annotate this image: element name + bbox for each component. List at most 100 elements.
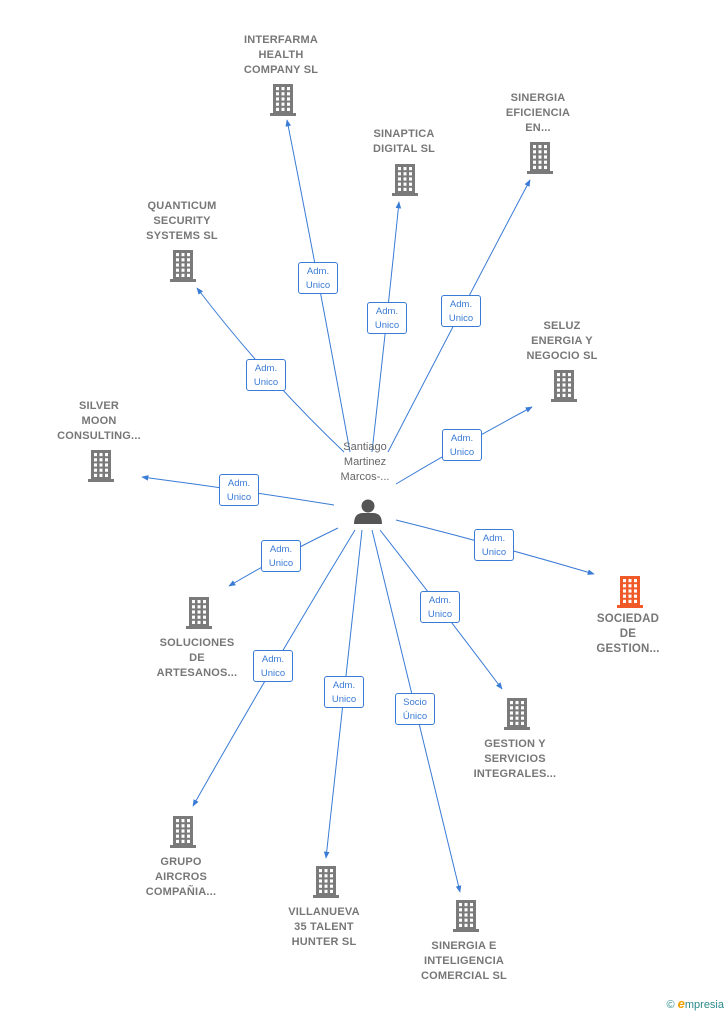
company-label-line: DE	[619, 628, 637, 640]
copyright-symbol: ©	[666, 999, 675, 1011]
company-label-line: COMPAÑIA...	[145, 886, 217, 898]
edge-label-sociedad[interactable]: Adm. Unico	[474, 529, 514, 561]
building-icon-soluciones[interactable]	[186, 597, 212, 629]
company-label-line: HEALTH	[258, 49, 304, 61]
edge-label-line: Adm.	[306, 266, 330, 277]
company-label-line: DIGITAL SL	[372, 143, 436, 155]
company-label-line: SILVER	[78, 400, 120, 412]
company-label-sinergia-eficiencia[interactable]: SINERGIA EFICIENCIA EN...	[473, 91, 603, 136]
brand-initial: e	[677, 996, 685, 1011]
building-icon-sinergia-eficiencia[interactable]	[527, 142, 553, 174]
edge-label-line: Adm.	[375, 306, 399, 317]
edge-label-silver-moon[interactable]: Adm. Unico	[219, 474, 259, 506]
person-label-line: Marcos-...	[340, 471, 390, 483]
company-label-sociedad[interactable]: SOCIEDAD DE GESTION...	[563, 612, 693, 657]
brand-name: mpresia	[684, 999, 724, 1011]
company-label-line: CONSULTING...	[57, 430, 141, 442]
company-label-line: EFICIENCIA	[505, 107, 571, 119]
edge-label-sinaptica[interactable]: Adm. Unico	[367, 302, 407, 334]
person-icon[interactable]	[354, 499, 382, 525]
edge-label-line: Unico	[226, 492, 252, 503]
company-label-soluciones[interactable]: SOLUCIONES DE ARTESANOS...	[132, 636, 262, 681]
edge-label-line: Unico	[331, 694, 357, 705]
company-label-line: GRUPO	[160, 856, 202, 868]
edge-label-seluz[interactable]: Adm. Unico	[442, 429, 482, 461]
edge-label-line: Socio	[403, 697, 427, 708]
company-label-line: SINERGIA E	[431, 940, 497, 952]
company-label-line: SOLUCIONES	[159, 637, 235, 649]
company-label-line: HUNTER SL	[291, 936, 357, 948]
building-icon-sociedad[interactable]	[617, 576, 643, 608]
company-label-line: SOCIEDAD	[596, 613, 660, 625]
edge-label-line: Unico	[374, 320, 400, 331]
company-label-line: SYSTEMS SL	[146, 230, 218, 242]
company-label-villanueva[interactable]: VILLANUEVA 35 TALENT HUNTER SL	[259, 905, 389, 950]
edge-label-line: Adm.	[449, 299, 473, 310]
edge-label-line: Adm.	[450, 433, 474, 444]
building-icon-sinaptica[interactable]	[392, 164, 418, 196]
building-icon-villanueva[interactable]	[313, 866, 339, 898]
company-label-line: QUANTICUM	[147, 200, 217, 212]
company-label-line: EN...	[525, 122, 551, 134]
building-icon-sinergia-inteligencia[interactable]	[453, 900, 479, 932]
company-label-line: GESTION Y	[484, 738, 546, 750]
company-label-line: DE	[189, 652, 205, 664]
edge-label-line: Unico	[427, 609, 453, 620]
company-label-line: SELUZ	[543, 320, 581, 332]
edge-label-interfarma[interactable]: Adm. Unico	[298, 262, 338, 294]
building-icon-grupo-aircros[interactable]	[170, 816, 196, 848]
edge-label-line: Unico	[260, 668, 286, 679]
building-icon-seluz[interactable]	[551, 370, 577, 402]
company-label-line: ENERGIA Y	[531, 335, 593, 347]
edge-label-line: Unico	[448, 313, 474, 324]
edge-label-line: Unico	[305, 280, 331, 291]
company-label-line: VILLANUEVA	[288, 906, 360, 918]
company-label-seluz[interactable]: SELUZ ENERGIA Y NEGOCIO SL	[497, 319, 627, 364]
company-label-grupo-aircros[interactable]: GRUPO AIRCROS COMPAÑIA...	[116, 855, 246, 900]
edge-label-line: Adm.	[428, 595, 452, 606]
company-label-sinergia-inteligencia[interactable]: SINERGIA E INTELIGENCIA COMERCIAL SL	[399, 939, 529, 984]
edge-label-line: Adm.	[332, 680, 356, 691]
company-label-line: INTEGRALES...	[473, 768, 557, 780]
company-label-sinaptica[interactable]: SINAPTICA DIGITAL SL	[339, 127, 469, 157]
building-icon-interfarma[interactable]	[270, 84, 296, 116]
edge-label-line: Adm.	[269, 544, 293, 555]
person-label-line: Martinez	[343, 456, 387, 468]
edge-label-gestion[interactable]: Adm. Unico	[420, 591, 460, 623]
company-label-line: INTELIGENCIA	[423, 955, 504, 967]
company-label-line: AIRCROS	[154, 871, 208, 883]
company-label-silver-moon[interactable]: SILVER MOON CONSULTING...	[34, 399, 164, 444]
building-icon-quanticum[interactable]	[170, 250, 196, 282]
edge-label-sinergia-eficiencia[interactable]: Adm. Unico	[441, 295, 481, 327]
company-label-line: SINERGIA	[510, 92, 566, 104]
company-label-line: MOON	[81, 415, 117, 427]
footer-brand: © empresia	[666, 996, 724, 1011]
edge-label-quanticum[interactable]: Adm. Unico	[246, 359, 286, 391]
company-label-line: SINAPTICA	[373, 128, 435, 140]
company-label-line: GESTION...	[596, 643, 660, 655]
edge-label-line: Adm.	[227, 478, 251, 489]
building-icon-gestion[interactable]	[504, 698, 530, 730]
company-label-line: COMPANY SL	[243, 64, 319, 76]
company-label-line: ARTESANOS...	[156, 667, 238, 679]
company-label-gestion[interactable]: GESTION Y SERVICIOS INTEGRALES...	[450, 737, 580, 782]
company-label-line: COMERCIAL SL	[421, 970, 507, 982]
edge-label-line: Adm.	[482, 533, 506, 544]
edge-label-villanueva[interactable]: Adm. Unico	[324, 676, 364, 708]
edge-label-grupo-aircros[interactable]: Adm. Unico	[253, 650, 293, 682]
person-label-line: Santiago	[343, 441, 387, 453]
company-label-line: 35 TALENT	[294, 921, 354, 933]
company-label-line: NEGOCIO SL	[526, 350, 598, 362]
company-label-line: SERVICIOS	[484, 753, 546, 765]
edge-label-soluciones[interactable]: Adm.Unico	[261, 540, 301, 572]
edge-label-line: Adm.	[261, 654, 285, 665]
edge-label-line: Unico	[253, 377, 279, 388]
edge-label-line: Adm.	[254, 363, 278, 374]
building-icon-silver-moon[interactable]	[88, 450, 114, 482]
edge-label-line: Unico	[481, 547, 507, 558]
edge-label-line: Unico	[449, 447, 475, 458]
